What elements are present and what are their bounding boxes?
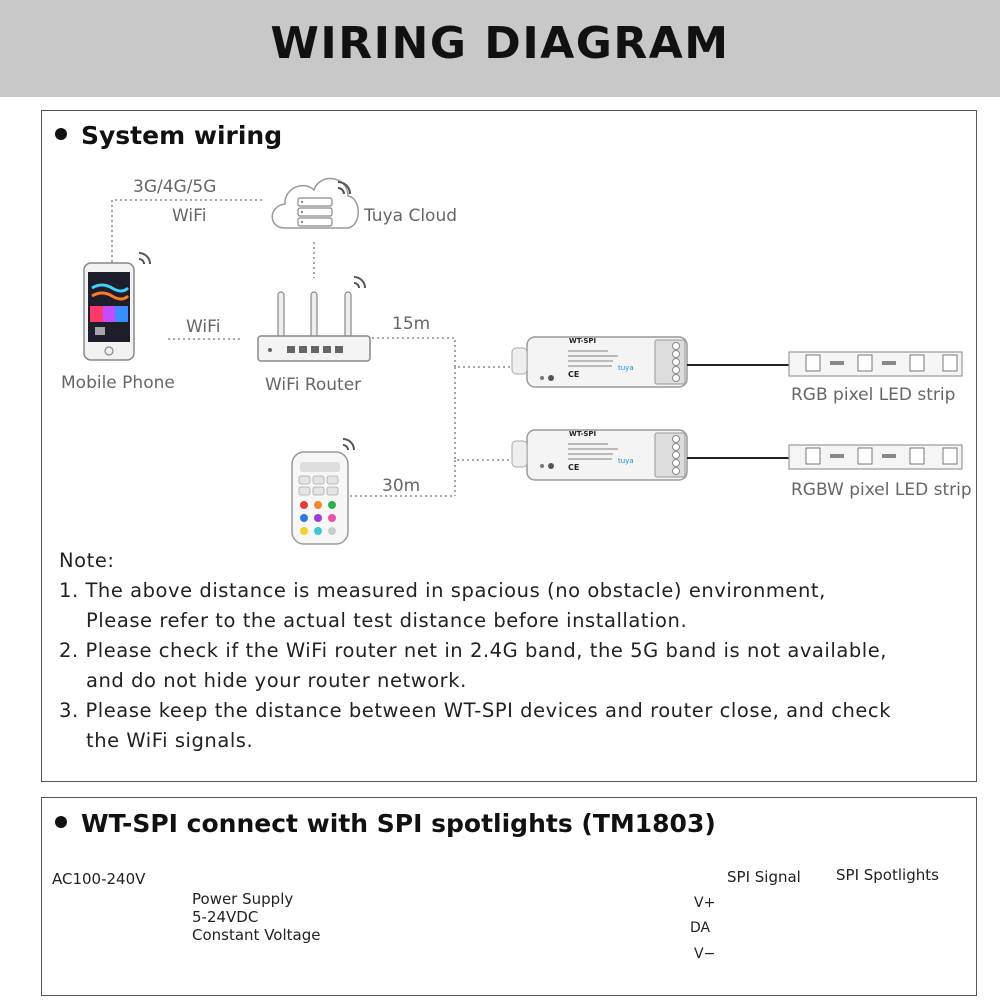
- remote-signal-icon: [342, 438, 355, 451]
- note-heading: Note:: [59, 549, 115, 572]
- controller-1: [511, 336, 688, 388]
- controller-2: [511, 429, 688, 481]
- bullet-icon: [55, 128, 67, 140]
- note-line-6: the WiFi signals.: [59, 729, 254, 752]
- label-distance-15m: 15m: [392, 314, 431, 334]
- bullet-icon: [55, 816, 67, 828]
- controller-branch-line: [454, 367, 527, 461]
- label-wifi-phone: WiFi: [186, 317, 221, 337]
- controller-2-model: WT-SPI: [569, 430, 597, 438]
- phone-cloud-line: [111, 199, 262, 262]
- controller-1-brand: tuya: [618, 364, 634, 372]
- label-mobile-phone: Mobile Phone: [61, 373, 175, 393]
- wifi-router-icon: [257, 291, 371, 362]
- note-line-4: and do not hide your router network.: [59, 669, 467, 692]
- psu-line-1: Power Supply: [192, 890, 294, 908]
- psu-line-3: Constant Voltage: [192, 926, 321, 944]
- remote-control-icon: [291, 451, 349, 545]
- rgbw-led-strip: [788, 444, 963, 470]
- system-wiring-title: System wiring: [55, 121, 282, 150]
- mobile-phone-icon: [83, 262, 135, 361]
- note-line-3: 2. Please check if the WiFi router net i…: [59, 639, 888, 662]
- phone-signal-icon: [138, 252, 151, 265]
- label-rgbw-strip: RGBW pixel LED strip: [791, 480, 972, 500]
- label-tuya-cloud: Tuya Cloud: [364, 206, 458, 226]
- label-wifi-top: WiFi: [172, 206, 207, 226]
- label-wifi-router: WiFi Router: [265, 375, 362, 395]
- note-line-2: Please refer to the actual test distance…: [59, 609, 688, 632]
- label-da: DA: [690, 920, 711, 936]
- label-spi-spotlights: SPI Spotlights: [836, 866, 939, 884]
- spi-section-title: WT-SPI connect with SPI spotlights (TM18…: [55, 809, 716, 838]
- controller-1-model: WT-SPI: [569, 337, 597, 345]
- controller-2-brand: tuya: [618, 457, 634, 465]
- cloud-icon: [271, 177, 359, 229]
- router-controller-line: [372, 337, 527, 368]
- label-3g4g5g: 3G/4G/5G: [133, 177, 217, 197]
- rgb-led-strip: [788, 351, 963, 377]
- dotted-connections: [111, 199, 527, 497]
- label-distance-30m: 30m: [382, 476, 421, 496]
- psu-line-2: 5-24VDC: [192, 908, 259, 926]
- header-bar: WIRING DIAGRAM: [0, 0, 1000, 97]
- label-spi-signal: SPI Signal: [727, 868, 801, 886]
- controller-2-ce: CE: [568, 463, 580, 472]
- cloud-signal-icon: [337, 181, 351, 195]
- note-line-1: 1. The above distance is measured in spa…: [59, 579, 826, 602]
- label-vminus: V−: [694, 946, 716, 962]
- page-title: WIRING DIAGRAM: [270, 18, 730, 69]
- label-ac-input: AC100-240V: [52, 870, 146, 888]
- router-signal-icon: [353, 276, 366, 289]
- label-rgb-strip: RGB pixel LED strip: [791, 385, 956, 405]
- label-vplus: V+: [694, 895, 716, 911]
- controller-1-ce: CE: [568, 370, 580, 379]
- note-line-5: 3. Please keep the distance between WT-S…: [59, 699, 892, 722]
- spi-spotlight-panel: [41, 797, 977, 996]
